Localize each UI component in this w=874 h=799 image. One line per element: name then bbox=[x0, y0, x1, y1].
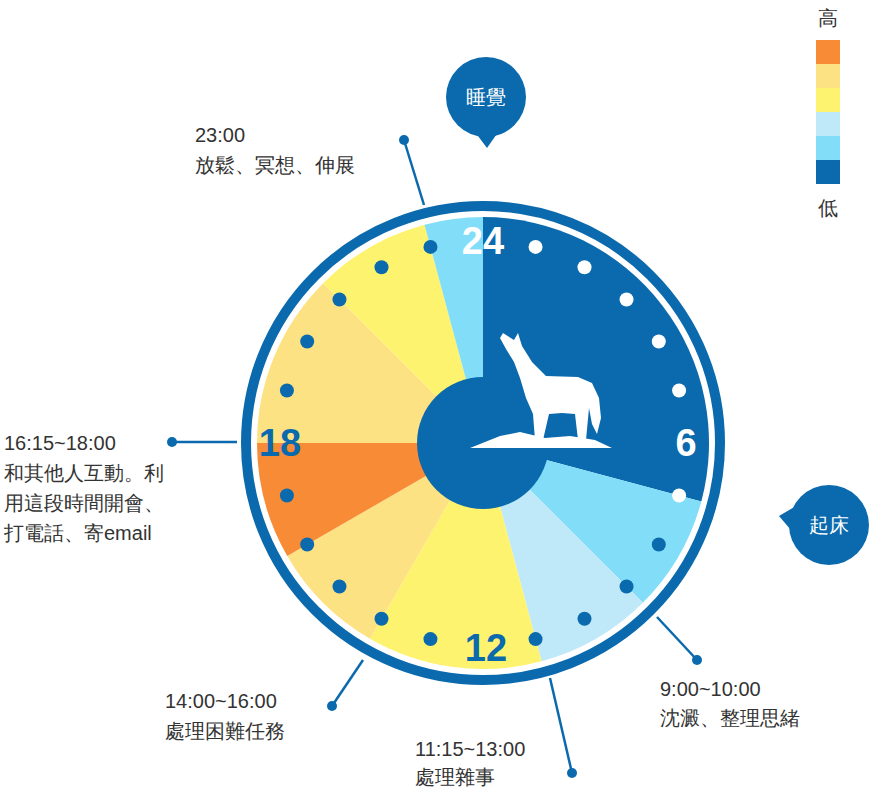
clock-number: 12 bbox=[465, 627, 507, 669]
hour-dot bbox=[332, 292, 346, 306]
legend-swatch bbox=[816, 160, 840, 184]
hour-dot bbox=[300, 538, 314, 552]
callout-note: 處理困難任務 bbox=[165, 716, 285, 746]
hour-dots bbox=[280, 240, 686, 646]
hour-dot bbox=[620, 292, 634, 306]
hour-dot bbox=[578, 260, 592, 274]
hour-dot bbox=[300, 335, 314, 349]
legend-scale-swatch bbox=[816, 88, 840, 112]
hour-dot bbox=[375, 260, 389, 274]
clock-number: 18 bbox=[259, 422, 301, 464]
legend-label: 低 bbox=[818, 196, 838, 220]
callout-time: 23:00 bbox=[195, 120, 245, 150]
hour-dot bbox=[280, 489, 294, 503]
hour-dot bbox=[620, 580, 634, 594]
hour-dot bbox=[423, 632, 437, 646]
hour-dot bbox=[280, 383, 294, 397]
bubble-text: 起床 bbox=[809, 512, 849, 538]
callout-time: 9:00~10:00 bbox=[660, 674, 761, 704]
callout-note: 和其他人互動。利 用這段時間開會、 打電話、寄email bbox=[4, 458, 172, 548]
callout-time: 16:15~18:00 bbox=[4, 428, 116, 458]
leader-dot bbox=[567, 768, 577, 778]
hour-dot bbox=[332, 580, 346, 594]
callout-time: 14:00~16:00 bbox=[165, 686, 277, 716]
leader-line bbox=[172, 441, 237, 444]
leader-line bbox=[550, 678, 572, 773]
legend-label: 高 bbox=[818, 6, 838, 30]
hour-dot bbox=[652, 538, 666, 552]
clock-number: 24 bbox=[462, 220, 504, 262]
leader-line bbox=[332, 660, 363, 706]
wolf-silhouette bbox=[500, 333, 601, 440]
clock-number: 6 bbox=[675, 422, 696, 464]
energy-wedges bbox=[257, 217, 709, 669]
legend-swatch bbox=[816, 40, 840, 64]
leader-dot bbox=[167, 437, 177, 447]
bubble-text: 睡覺 bbox=[466, 84, 506, 110]
hour-dot bbox=[375, 612, 389, 626]
hour-dot bbox=[672, 489, 686, 503]
legend-scale-swatch bbox=[816, 112, 840, 136]
leader-dot bbox=[399, 135, 409, 145]
callout-note: 放鬆、冥想、伸展 bbox=[195, 150, 355, 180]
hour-dot bbox=[529, 632, 543, 646]
leader-line bbox=[657, 617, 697, 660]
leader-dot bbox=[327, 701, 337, 711]
leader-dot bbox=[692, 655, 702, 665]
clock-ring bbox=[246, 206, 720, 680]
legend-scale-swatch bbox=[816, 64, 840, 88]
hour-dot bbox=[529, 240, 543, 254]
hour-dot bbox=[652, 335, 666, 349]
callout-note: 處理雜事 bbox=[415, 762, 495, 792]
callout-note: 沈澱、整理思緒 bbox=[660, 703, 800, 733]
legend-scale-swatch bbox=[816, 136, 840, 160]
hour-dot bbox=[578, 612, 592, 626]
leader-line bbox=[404, 140, 424, 205]
sleep-bubble: 睡覺 bbox=[446, 57, 526, 137]
hour-dot bbox=[672, 383, 686, 397]
wake-bubble: 起床 bbox=[789, 485, 869, 565]
bubble-fill bbox=[789, 485, 869, 565]
wolf-rock bbox=[470, 432, 612, 448]
hour-dot bbox=[423, 240, 437, 254]
callout-time: 11:15~13:00 bbox=[415, 734, 525, 764]
bubble-fill bbox=[446, 57, 526, 137]
